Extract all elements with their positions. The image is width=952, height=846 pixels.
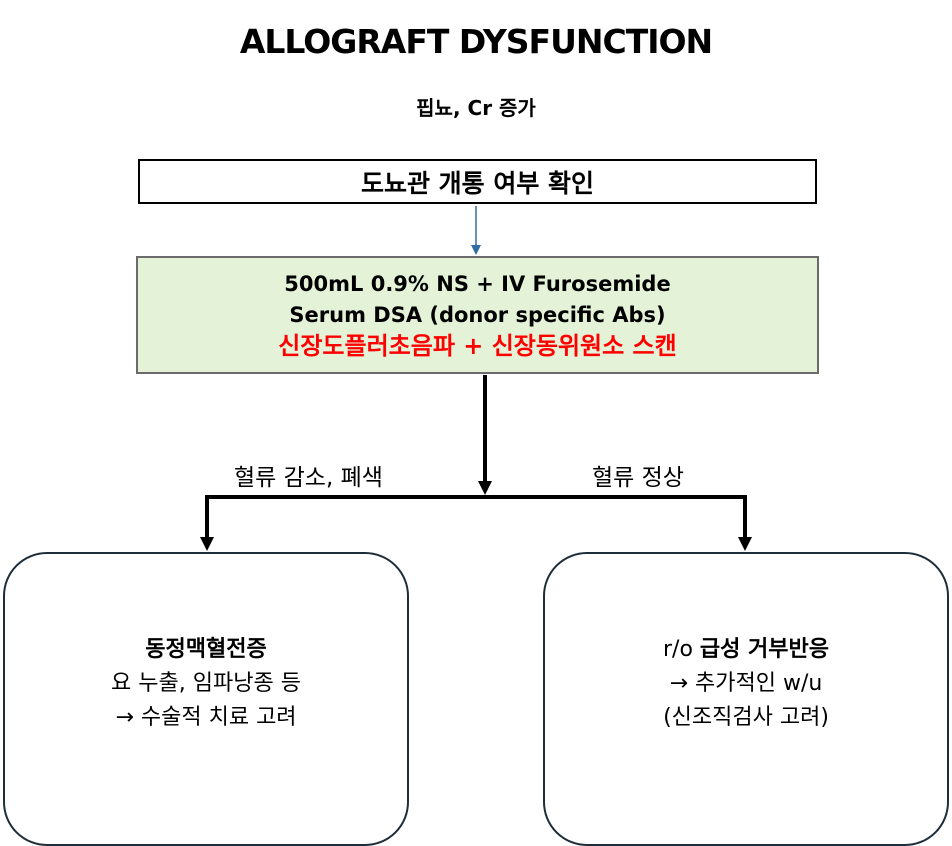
outcome-thrombosis-heading: 동정맥혈전증: [145, 637, 267, 662]
outcome-thrombosis-line2: 요 누출, 임파낭종 등: [111, 671, 301, 696]
branch-label-normal-flow: 혈류 정상: [592, 465, 684, 491]
connector-split-right: [485, 495, 752, 551]
step-workup-box: 500mL 0.9% NS + IV Furosemide Serum DSA …: [136, 256, 819, 374]
workup-line-imaging: 신장도플러초음파 + 신장동위원소 스캔: [278, 331, 677, 360]
workup-line-dsa: Serum DSA (donor specific Abs): [289, 302, 666, 327]
outcome-box-thrombosis: 동정맥혈전증 요 누출, 임파낭종 등 → 수술적 치료 고려: [3, 552, 409, 846]
outcome-thrombosis-line3: → 수술적 치료 고려: [115, 705, 297, 730]
step-catheter-check-box: 도뇨관 개통 여부 확인: [138, 159, 817, 204]
diagram-title: ALLOGRAFT DYSFUNCTION: [239, 22, 713, 61]
outcome-rejection-heading-row: r/o 급성 거부반응: [663, 633, 829, 667]
workup-line-fluids: 500mL 0.9% NS + IV Furosemide: [284, 271, 671, 296]
outcome-rejection-line2: → 추가적인 w/u: [669, 671, 823, 696]
diagram-subtitle: 핍뇨, Cr 증가: [416, 96, 536, 120]
branch-label-decreased-flow: 혈류 감소, 폐색: [234, 465, 383, 491]
outcome-rejection-heading: 급성 거부반응: [699, 637, 830, 662]
connector-split-left: [200, 495, 485, 551]
outcome-box-rejection: r/o 급성 거부반응 → 추가적인 w/u (신조직검사 고려): [543, 552, 949, 846]
outcome-rejection-line3: (신조직검사 고려): [663, 705, 829, 730]
step-catheter-check-label: 도뇨관 개통 여부 확인: [360, 168, 595, 198]
outcome-rejection-prefix: r/o: [662, 637, 700, 662]
